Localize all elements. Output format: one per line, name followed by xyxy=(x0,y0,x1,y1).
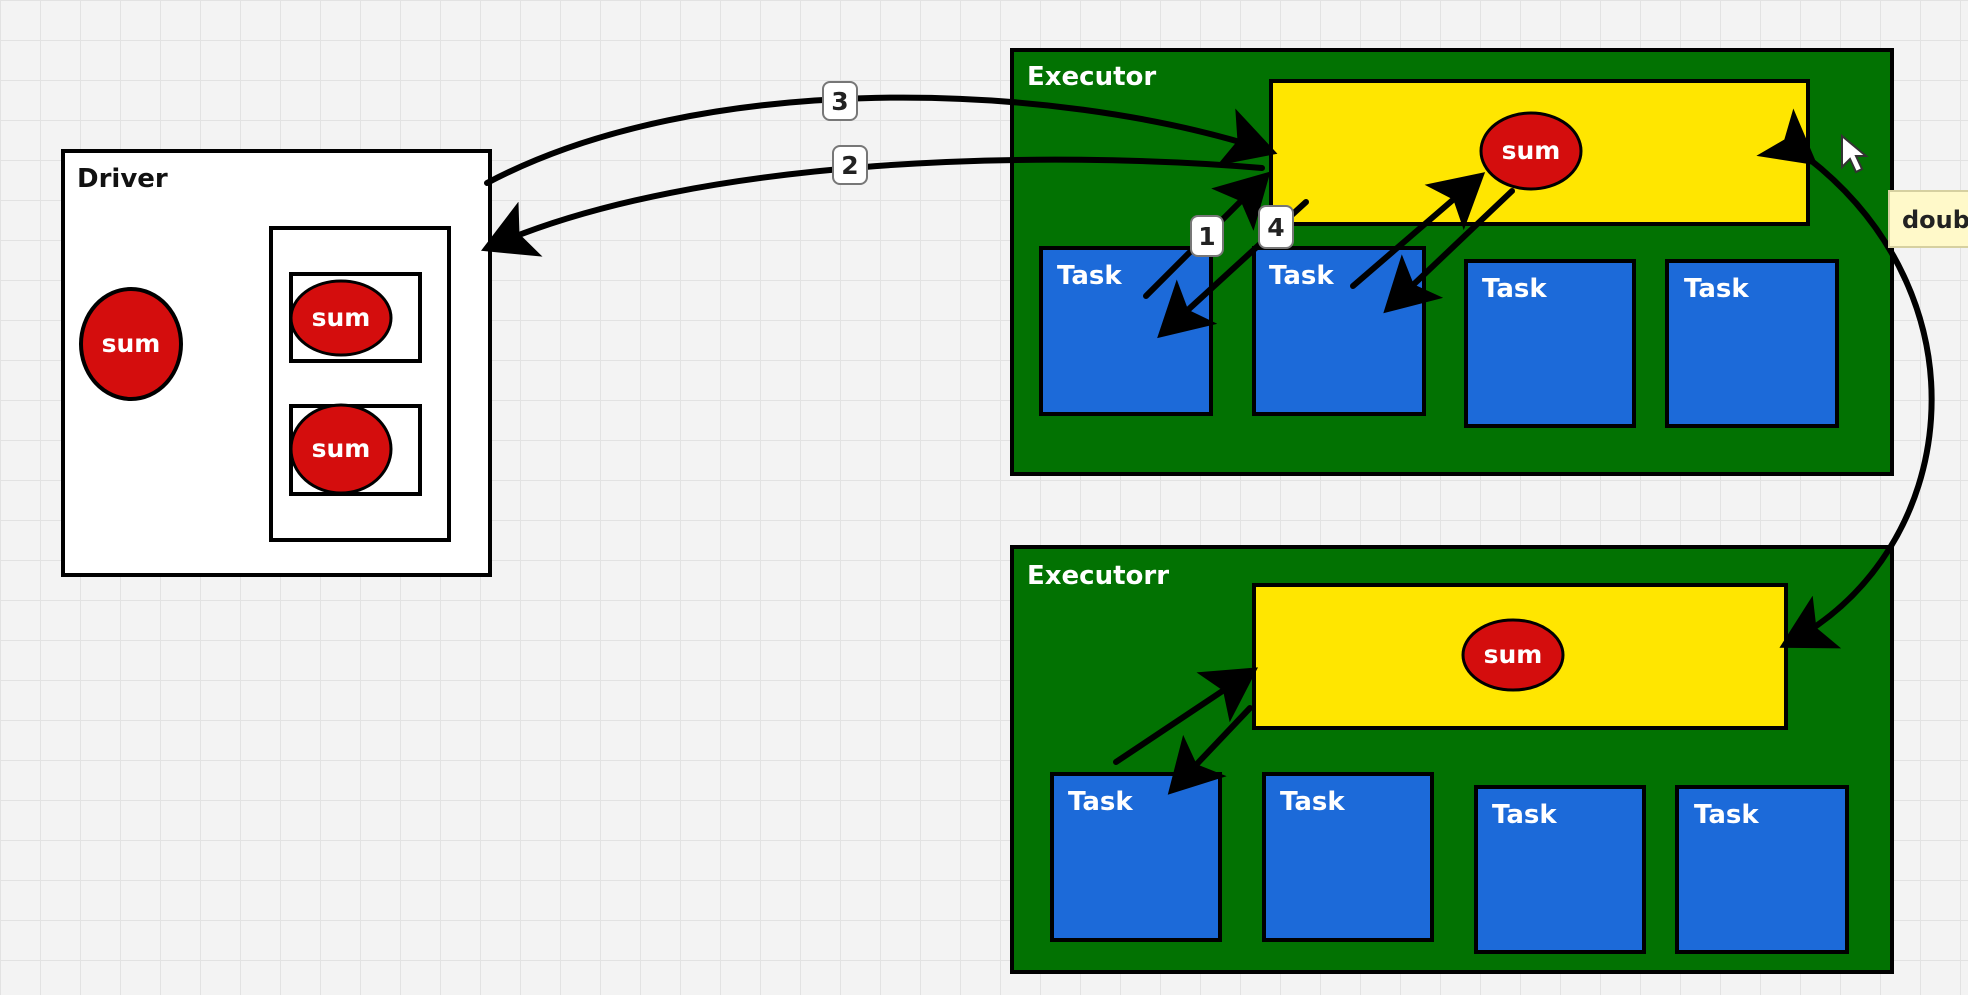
arrow-task-to-accumulator-2[interactable] xyxy=(1113,667,1258,765)
executor-label: Executorr xyxy=(1027,561,1169,591)
task-label: Task xyxy=(1269,261,1334,291)
arrow-accumulator-to-task-2[interactable] xyxy=(1167,705,1253,795)
task-label: Task xyxy=(1694,800,1759,830)
tooltip: doub xyxy=(1888,190,1968,248)
svg-text:1: 1 xyxy=(1198,222,1215,251)
driver-sum-label: sum xyxy=(102,329,161,358)
executor-node[interactable]: Executor sum Task Task Task Task xyxy=(1010,48,1894,476)
arrow-executor-to-executor[interactable] xyxy=(1756,108,1935,649)
executor-accumulator[interactable]: sum xyxy=(1252,583,1788,730)
task-box[interactable]: Task xyxy=(1675,785,1849,954)
task-box[interactable]: Task xyxy=(1665,259,1839,428)
task-label: Task xyxy=(1057,261,1122,291)
task-label: Task xyxy=(1482,274,1547,304)
svg-text:4: 4 xyxy=(1267,213,1284,242)
driver-inner-container[interactable]: sum sum xyxy=(269,226,451,542)
arrow-badge: 4 xyxy=(1258,205,1294,249)
arrow-badge: 3 xyxy=(822,81,858,121)
task-label: Task xyxy=(1280,787,1345,817)
task-box[interactable]: Task xyxy=(1252,246,1426,416)
arrow-task-to-sum[interactable] xyxy=(1350,172,1486,289)
arrow-2-executor-to-driver[interactable] xyxy=(481,156,1265,257)
driver-inner-item[interactable]: sum xyxy=(289,403,422,496)
driver-node[interactable]: Driver sum sum sum xyxy=(61,149,492,577)
driver-inner-sum-label: sum xyxy=(312,303,371,332)
task-label: Task xyxy=(1684,274,1749,304)
executor-accumulator[interactable]: sum xyxy=(1269,79,1810,226)
task-box[interactable]: Task xyxy=(1050,772,1222,942)
executor-node[interactable]: Executorr sum Task Task Task Task xyxy=(1010,545,1894,974)
svg-text:3: 3 xyxy=(831,87,848,116)
svg-text:2: 2 xyxy=(841,151,858,180)
task-box[interactable]: Task xyxy=(1039,246,1213,416)
executor-sum-label: sum xyxy=(1502,136,1561,165)
mouse-cursor-icon xyxy=(1841,133,1869,174)
arrow-badge: 1 xyxy=(1190,215,1224,257)
driver-inner-item[interactable]: sum xyxy=(289,272,422,363)
executor-sum-label: sum xyxy=(1484,640,1543,669)
task-box[interactable]: Task xyxy=(1262,772,1434,942)
driver-label: Driver xyxy=(77,164,168,194)
task-label: Task xyxy=(1068,787,1133,817)
tooltip-text: doub xyxy=(1902,206,1968,234)
task-label: Task xyxy=(1492,800,1557,830)
task-box[interactable]: Task xyxy=(1474,785,1646,954)
task-box[interactable]: Task xyxy=(1464,259,1636,428)
driver-sum-oval[interactable]: sum xyxy=(79,287,183,401)
arrow-badge: 2 xyxy=(832,145,868,185)
executor-label: Executor xyxy=(1027,62,1156,92)
driver-inner-sum-label: sum xyxy=(312,434,371,463)
arrow-sum-to-task[interactable] xyxy=(1383,188,1515,314)
arrow-3-driver-to-executor[interactable] xyxy=(484,94,1278,186)
